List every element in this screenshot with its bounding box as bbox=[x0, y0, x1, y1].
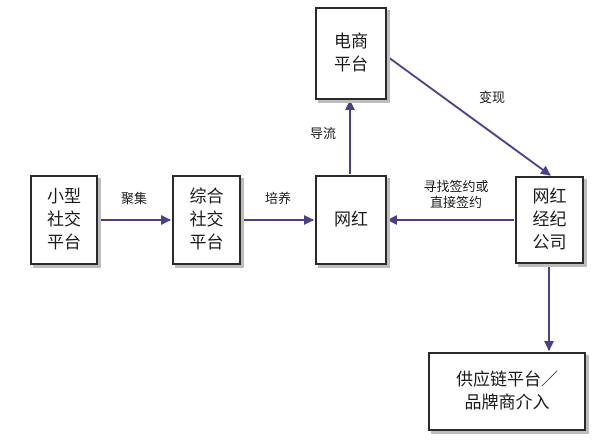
edge-label-find-sign: 寻找签约或 直接签约 bbox=[423, 180, 489, 211]
edge-label-guide-traffic: 导流 bbox=[309, 127, 336, 142]
edge-label-monetize: 变现 bbox=[478, 91, 505, 106]
node-influencer-agency-label: 网红 经纪 公司 bbox=[532, 186, 567, 253]
node-general-social-platform-label: 综合 社交 平台 bbox=[189, 186, 224, 253]
node-supply-chain-brand: 供应链平台／ 品牌商介入 bbox=[428, 352, 586, 431]
node-ecommerce-platform-label: 电商 平台 bbox=[334, 31, 368, 75]
edge-label-cultivate: 培养 bbox=[264, 192, 291, 207]
node-ecommerce-platform: 电商 平台 bbox=[315, 7, 387, 100]
node-small-social-platform-label: 小型 社交 平台 bbox=[47, 186, 81, 253]
node-small-social-platform: 小型 社交 平台 bbox=[30, 175, 98, 265]
edge-label-aggregate: 聚集 bbox=[120, 192, 147, 207]
node-influencer-label: 网红 bbox=[334, 209, 368, 230]
node-general-social-platform: 综合 社交 平台 bbox=[172, 175, 241, 265]
node-supply-chain-brand-label: 供应链平台／ 品牌商介入 bbox=[456, 369, 558, 413]
edge-monetize-arrow bbox=[387, 56, 551, 176]
node-influencer: 网红 bbox=[315, 175, 387, 265]
node-influencer-agency: 网红 经纪 公司 bbox=[515, 176, 584, 264]
